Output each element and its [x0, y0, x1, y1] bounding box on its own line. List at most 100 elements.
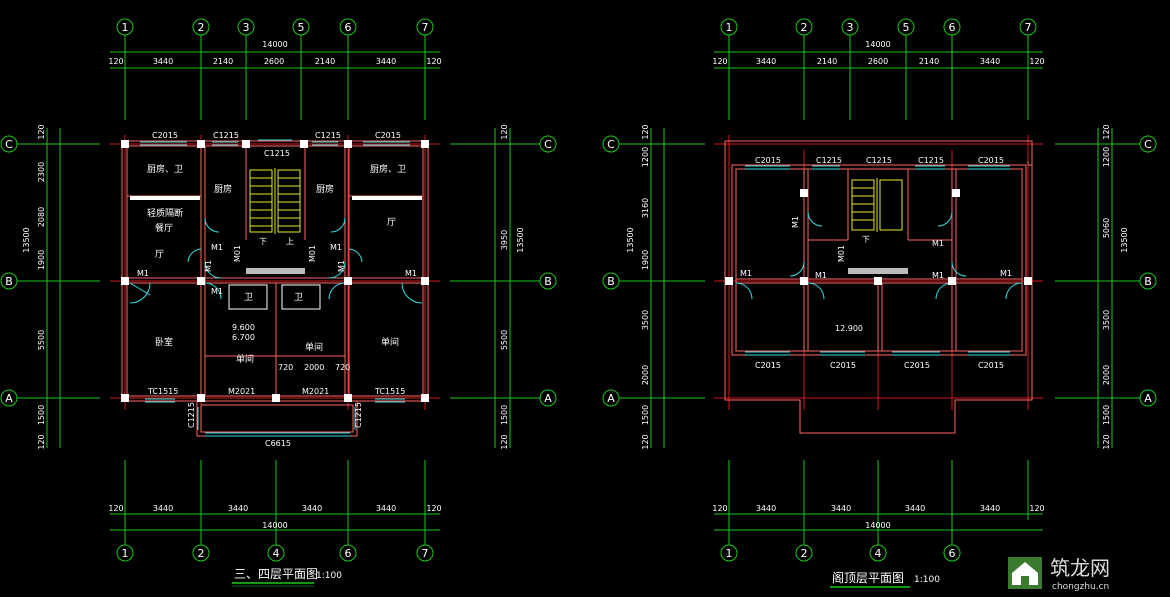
left-top-dims: 120 3440 2140 2600 2140 3440 120	[108, 57, 441, 66]
axis-label: A	[544, 392, 552, 405]
dim-text: 1200	[1102, 147, 1111, 167]
left-bottom-dims: 120 3440 3440 3440 3440 120 14000	[108, 504, 441, 530]
axis-label: 2	[801, 547, 808, 560]
axis-label: B	[1144, 275, 1152, 288]
dim-text: 120	[37, 124, 46, 139]
axis-label: 1	[726, 21, 733, 34]
left-stair	[249, 168, 301, 234]
window-label: TC1515	[374, 387, 405, 396]
axis-label: 5	[903, 21, 910, 34]
room-label: 轻质隔断	[147, 207, 183, 219]
door-label: M2021	[228, 387, 255, 396]
room-label: 单间	[236, 353, 254, 365]
left-axis-lines	[15, 35, 540, 545]
window-label: C2015	[755, 156, 781, 165]
dim-text: 120	[1102, 434, 1111, 449]
dim-text: 120	[641, 124, 650, 139]
left-window-labels: C2015 C1215 C1215 C1215 C2015 TC1515 TC1…	[147, 131, 405, 448]
axis-label: 7	[1025, 21, 1032, 34]
elevation-label: 12.900	[835, 324, 863, 333]
dim-text: 120	[108, 57, 123, 66]
dim-text: 2080	[37, 207, 46, 227]
right-row-axis-bubbles: C B A C B A	[602, 135, 1157, 407]
dim-text: 3440	[153, 57, 173, 66]
left-wall-columns	[121, 140, 429, 402]
dim-total-top: 14000	[865, 40, 890, 49]
dim-text: 2140	[919, 57, 939, 66]
dim-text: 120	[712, 57, 727, 66]
left-side-dims: 120 2300 2080 1900 5500 1500 120 13500	[22, 124, 46, 449]
axis-label: 4	[273, 547, 280, 560]
door-label: M1	[211, 287, 223, 296]
dim-text: 2000	[1102, 365, 1111, 385]
axis-label: 6	[345, 547, 352, 560]
axis-bubble	[539, 272, 557, 290]
dim-text: 3440	[376, 57, 396, 66]
dim-text: 120	[1029, 57, 1044, 66]
room-label: 餐厅	[155, 222, 173, 234]
dim-text: 3440	[376, 504, 396, 513]
left-door-labels: M1 M1 M1 M1 M1 M1 M1 M01 M01	[137, 243, 417, 296]
watermark: 筑龙网 chongzhu.cn	[1006, 551, 1164, 593]
window-label: C2015	[978, 156, 1004, 165]
right-axis-lines	[618, 35, 1140, 545]
dim-text: 1500	[641, 405, 650, 425]
axis-bubble	[795, 544, 813, 562]
bath-box	[228, 284, 268, 310]
right-top-dims: 120 3440 2140 2600 2140 3440 120	[712, 57, 1044, 66]
dim-text: 2600	[868, 57, 888, 66]
dim-text: 120	[1102, 124, 1111, 139]
window-label: C1215	[213, 131, 239, 140]
dim-total-bottom: 14000	[865, 521, 890, 530]
window-label: C2015	[152, 131, 178, 140]
dim-text: 1500	[500, 405, 509, 425]
dim-text: 1900	[37, 250, 46, 270]
window-label: C2015	[978, 361, 1004, 370]
window-label: C1215	[816, 156, 842, 165]
dim-text: 3440	[905, 504, 925, 513]
dim-text: 5500	[37, 330, 46, 350]
axis-label: 4	[875, 547, 882, 560]
left-row-axis-bubbles: C B A C B A	[0, 135, 557, 407]
door-label: M1	[337, 260, 346, 272]
watermark-site: chongzhu.cn	[1052, 582, 1109, 592]
axis-label: B	[607, 275, 615, 288]
left-floor-plan: 1 2 3 5 6 7 14000 1	[0, 18, 557, 587]
axis-label: 2	[198, 547, 205, 560]
axis-label: B	[5, 275, 13, 288]
axis-bubble	[0, 389, 18, 407]
room-label: 单间	[381, 336, 399, 348]
dim-text: 3500	[1102, 310, 1111, 330]
axis-bubble	[720, 544, 738, 562]
axis-label: 5	[298, 21, 305, 34]
dim-text: 2140	[817, 57, 837, 66]
door-label: M01	[233, 245, 242, 262]
plan-scale: 1:100	[316, 571, 342, 581]
dim-text: 1900	[641, 250, 650, 270]
door-label: M1	[204, 260, 213, 272]
axis-label: 2	[801, 21, 808, 34]
window-label: C2015	[755, 361, 781, 370]
axis-bubble	[539, 389, 557, 407]
plan-scale: 1:100	[914, 575, 940, 585]
dim-text: 2300	[37, 162, 46, 182]
axis-label: A	[607, 392, 615, 405]
axis-bubble	[869, 544, 887, 562]
room-label: 单间	[305, 341, 323, 353]
dim-text: 2000	[304, 363, 324, 372]
axis-label: B	[544, 275, 552, 288]
dim-text: 5060	[1102, 218, 1111, 238]
axis-label: 1	[122, 547, 129, 560]
dim-total-left: 13500	[22, 227, 31, 252]
window-label: C2015	[375, 131, 401, 140]
door-label: M1	[137, 269, 149, 278]
dim-text: 2000	[641, 365, 650, 385]
right-floor-plan: 1 2 3 5 6 7 14000 120 3440 2140 2	[602, 18, 1157, 588]
left-room-labels: 厨房、卫 厨房、卫 厨房 厨房 轻质隔断 餐厅 厅 厅 卧室 卫 卫 9.600…	[147, 163, 406, 365]
axis-bubble	[602, 272, 620, 290]
window-label: C2015	[830, 361, 856, 370]
door-label: M1	[405, 269, 417, 278]
dim-total-bottom: 14000	[262, 521, 287, 530]
dim-text: 3160	[641, 198, 650, 218]
